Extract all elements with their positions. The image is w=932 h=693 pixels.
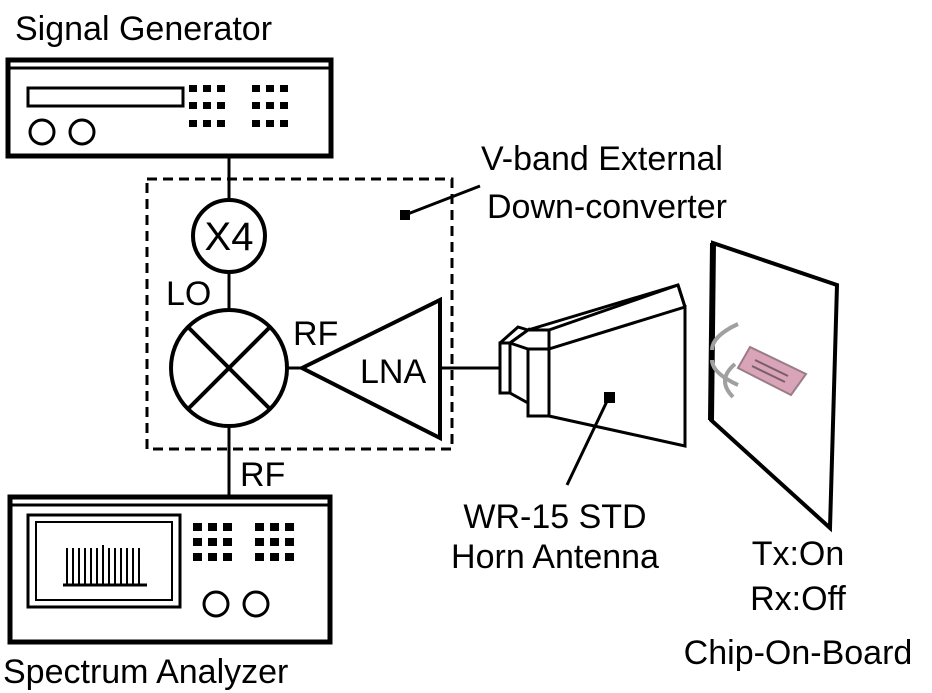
- spectrum-analyzer-keypad-left: [193, 523, 232, 561]
- downconverter-leader-dot: [400, 210, 410, 220]
- spectrum-analyzer-title: Spectrum Analyzer: [3, 653, 288, 691]
- lo-label: LO: [166, 275, 211, 313]
- horn-antenna: [500, 285, 685, 446]
- multiplier-label: X4: [205, 215, 254, 259]
- chip-label-line3: Chip-On-Board: [684, 634, 913, 672]
- chip-label-line1: Tx:On: [752, 535, 845, 573]
- downconverter-leader-line: [405, 186, 480, 215]
- horn-label-line2: Horn Antenna: [451, 538, 659, 576]
- mixer-icon: [171, 310, 287, 426]
- rf-label-bottom: RF: [240, 456, 285, 494]
- spectrum-trace-icon: [63, 545, 147, 585]
- signal-generator-knob-1: [30, 120, 54, 144]
- signal-generator-keypad-left: [189, 85, 225, 127]
- horn-leader-dot: [604, 392, 615, 403]
- signal-generator-instrument: [8, 60, 331, 156]
- signal-generator-display: [28, 88, 183, 106]
- spectrum-analyzer-knob-1: [204, 592, 228, 616]
- frequency-multiplier: X4: [193, 200, 265, 272]
- signal-generator-title: Signal Generator: [15, 10, 272, 48]
- chip-label-line2: Rx:Off: [750, 580, 846, 618]
- horn-label-line1: WR-15 STD: [463, 498, 646, 536]
- spectrum-analyzer-knob-2: [244, 592, 268, 616]
- spectrum-analyzer-keypad-right: [255, 523, 294, 561]
- spectrum-analyzer-instrument: [10, 497, 330, 642]
- lna-label: LNA: [360, 353, 426, 391]
- downconverter-label-line1: V-band External: [481, 140, 723, 178]
- downconverter-label-line2: Down-converter: [487, 188, 727, 226]
- rf-label-top: RF: [293, 315, 338, 353]
- signal-generator-keypad-right: [252, 85, 288, 127]
- chip-board: [711, 243, 837, 528]
- signal-generator-knob-2: [70, 120, 94, 144]
